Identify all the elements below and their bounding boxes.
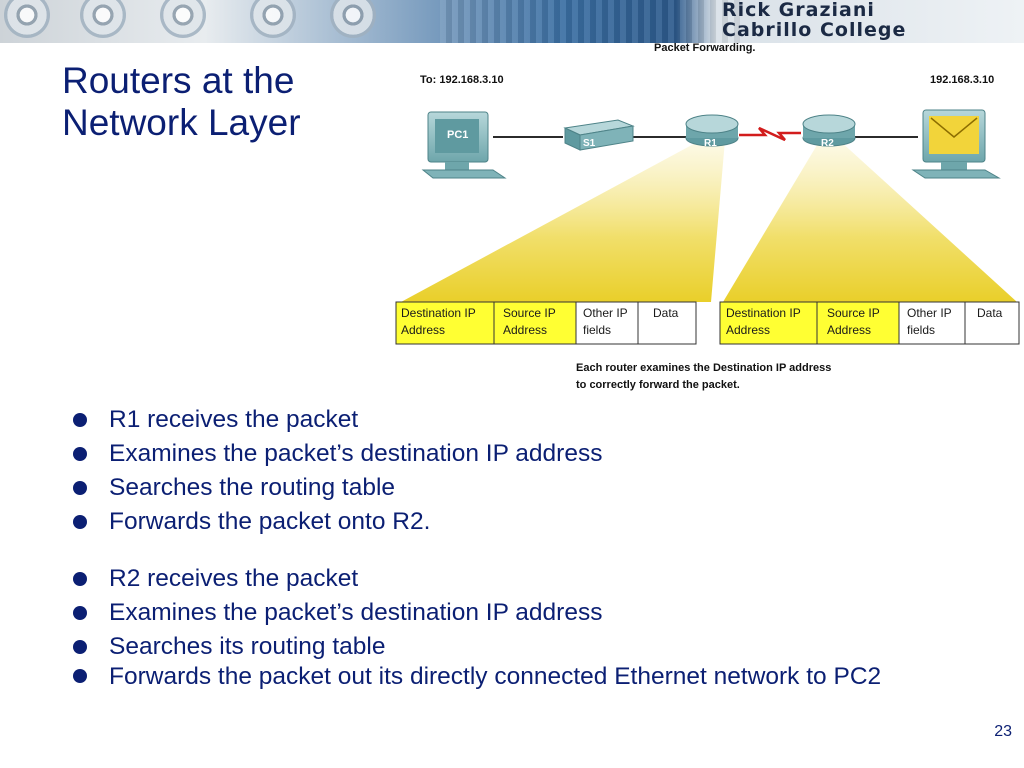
s1-label: S1 <box>583 138 596 149</box>
serial-link-r1-r2 <box>739 126 801 142</box>
cd-graphic <box>250 0 296 38</box>
list-item: Searches its routing table <box>72 630 952 664</box>
field-label: fields <box>583 323 611 337</box>
cd-graphic <box>80 0 126 38</box>
field-label: Destination IP <box>401 306 476 320</box>
r2-label: R2 <box>821 138 834 149</box>
field-label: Source IP <box>827 306 880 320</box>
packet-header-r1 <box>395 301 697 345</box>
cd-graphic <box>160 0 206 38</box>
pc1-icon <box>421 111 507 179</box>
field-label: Address <box>503 323 547 337</box>
bullet-icon <box>73 515 87 529</box>
list-item: Forwards the packet onto R2. <box>72 505 952 539</box>
r2-bullet-group: R2 receives the packet Examines the pack… <box>72 562 952 690</box>
list-item: Examines the packet’s destination IP add… <box>72 596 952 630</box>
field-label: Destination IP <box>726 306 801 320</box>
router-icon <box>685 114 739 147</box>
packet-forwarding-diagram: PC1 S1 R1 R2 <box>393 40 1024 395</box>
r1-bullet-group: R1 receives the packet Examines the pack… <box>72 403 952 539</box>
field-label: Address <box>827 323 871 337</box>
banner-texture <box>440 0 740 43</box>
bullet-icon <box>73 572 87 586</box>
author-school: Cabrillo College <box>722 19 907 41</box>
cd-graphic <box>330 0 376 38</box>
header-banner: Rick Graziani Cabrillo College <box>0 0 1024 43</box>
field-label: Source IP <box>503 306 556 320</box>
bullet-icon <box>73 447 87 461</box>
title-line: Network Layer <box>62 102 301 143</box>
field-label: Address <box>726 323 770 337</box>
network-diagram: PC1 S1 R1 R2 <box>395 109 1020 345</box>
author-credit: Rick Graziani Cabrillo College <box>722 0 906 40</box>
diagram-note: Each router examines the Destination IP … <box>576 360 831 394</box>
slide-title: Routers at the Network Layer <box>62 60 301 144</box>
switch-icon <box>563 119 635 151</box>
list-item: Examines the packet’s destination IP add… <box>72 437 952 471</box>
list-item: Searches the routing table <box>72 471 952 505</box>
bullet-list: R1 receives the packet Examines the pack… <box>72 403 952 713</box>
note-line: to correctly forward the packet. <box>576 379 740 391</box>
pc1-label: PC1 <box>447 129 468 141</box>
pc2-icon <box>911 109 1001 179</box>
author-name: Rick Graziani <box>722 0 875 21</box>
title-line: Routers at the <box>62 60 295 101</box>
list-item: Forwards the packet out its directly con… <box>72 664 909 690</box>
packet-header-r2 <box>719 301 1020 345</box>
field-label: Address <box>401 323 445 337</box>
bullet-icon <box>73 640 87 654</box>
diagram-caption: Packet Forwarding. <box>654 42 756 54</box>
router-icon <box>802 114 856 147</box>
cd-graphic <box>4 0 50 38</box>
list-item: R1 receives the packet <box>72 403 952 437</box>
field-label: Data <box>653 306 679 320</box>
field-label: Other IP <box>907 306 952 320</box>
page-number: 23 <box>994 723 1012 740</box>
destination-label: To: 192.168.3.10 <box>420 74 504 86</box>
bullet-icon <box>73 669 87 683</box>
r1-label: R1 <box>704 138 717 149</box>
note-line: Each router examines the Destination IP … <box>576 362 832 374</box>
field-label: fields <box>907 323 935 337</box>
list-item: R2 receives the packet <box>72 562 952 596</box>
bullet-icon <box>73 606 87 620</box>
pc2-address-label: 192.168.3.10 <box>930 74 995 86</box>
field-label: Other IP <box>583 306 628 320</box>
bullet-icon <box>73 481 87 495</box>
inspection-beam-r1 <box>401 140 725 302</box>
inspection-beam-r2 <box>723 140 1017 302</box>
field-label: Data <box>977 306 1003 320</box>
bullet-icon <box>73 413 87 427</box>
